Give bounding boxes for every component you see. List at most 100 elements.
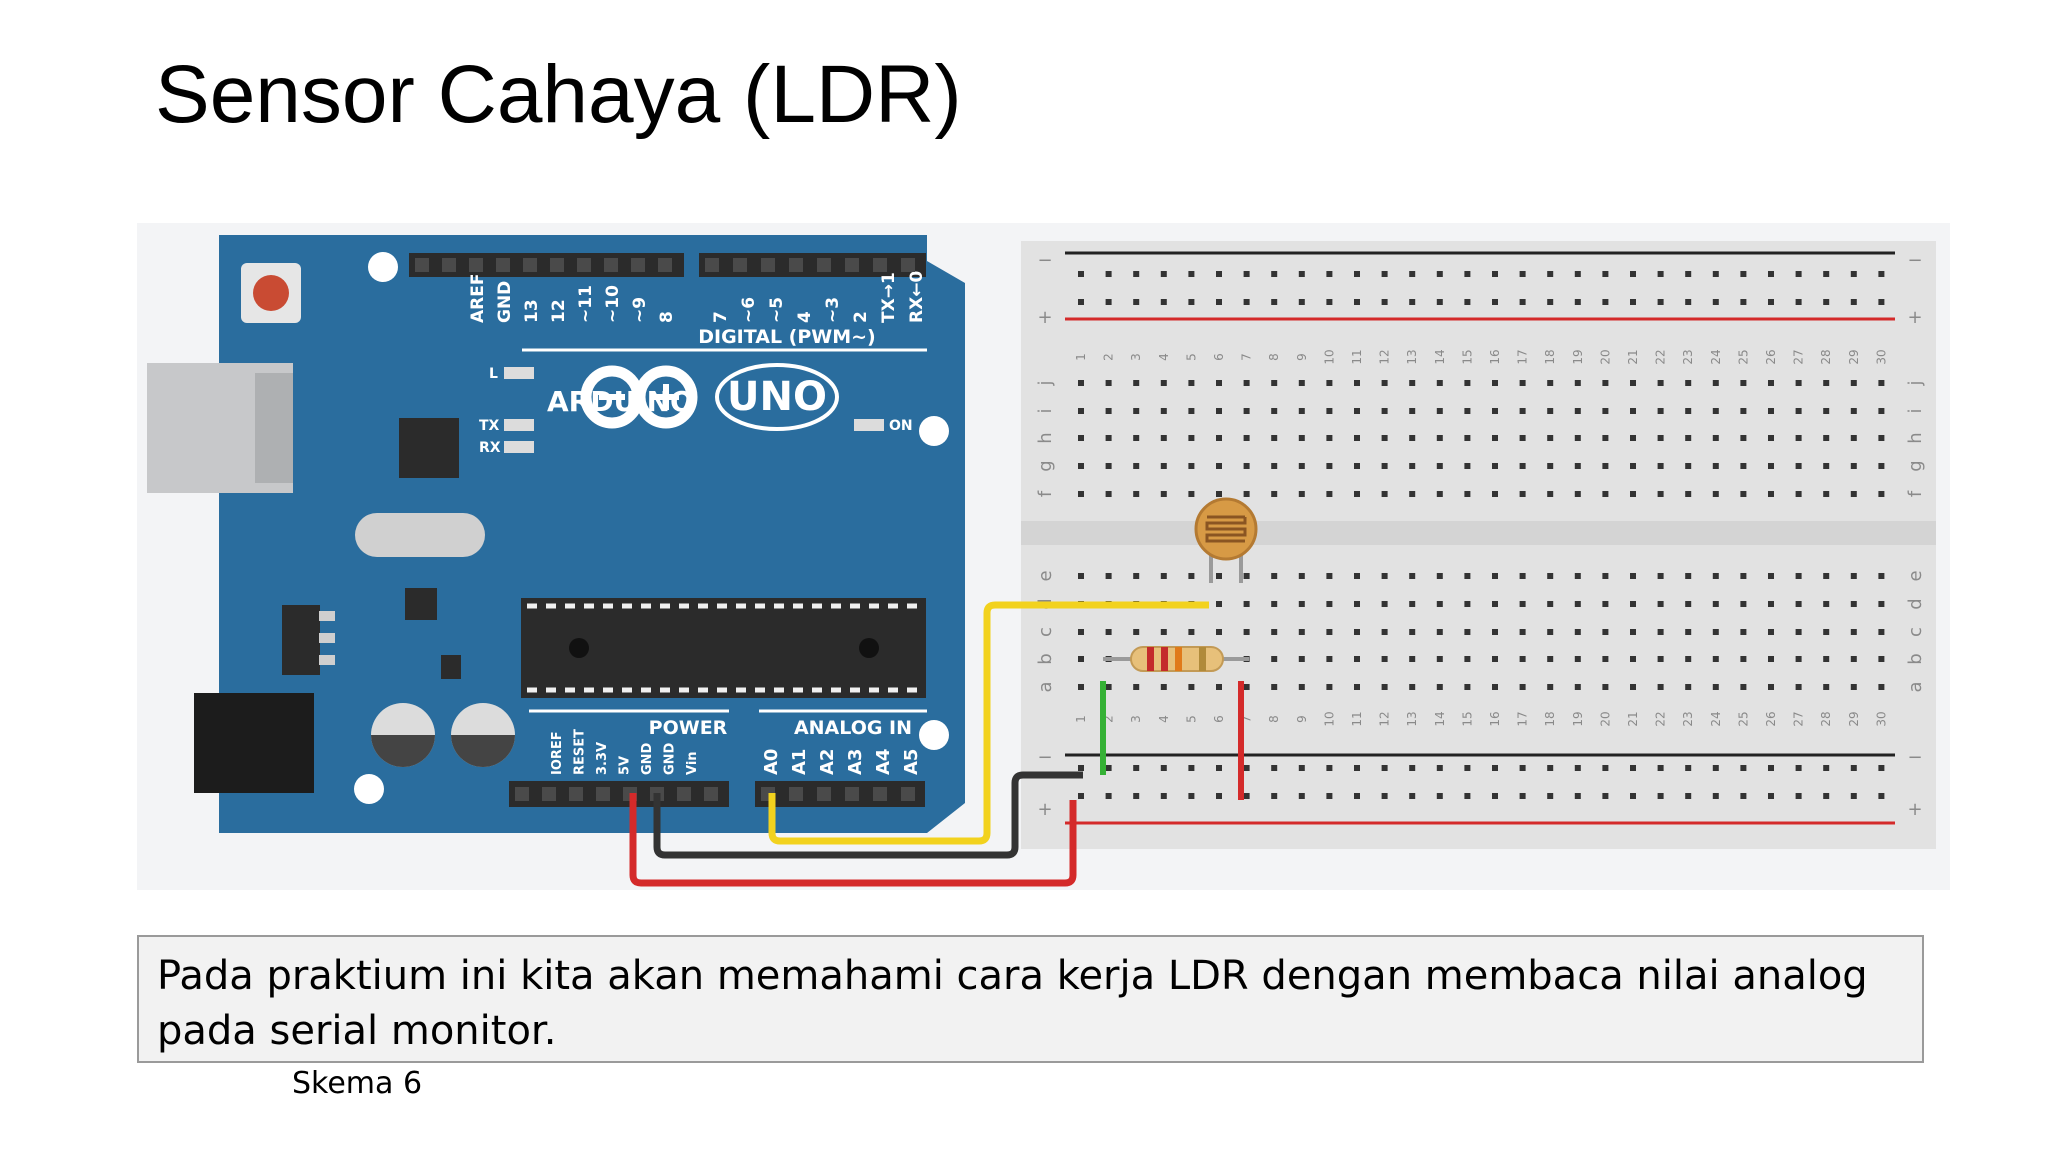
voltage-regulator: [282, 605, 320, 675]
rail-minus-br: −: [1907, 747, 1922, 768]
digital-pin-label: 13: [522, 299, 542, 323]
column-number: 13: [1405, 711, 1419, 726]
digital-pin-label: ~5: [767, 297, 787, 323]
column-number: 3: [1129, 353, 1143, 361]
column-number: 30: [1874, 349, 1888, 364]
row-letter: j: [1905, 380, 1926, 386]
column-number: 8: [1267, 353, 1281, 361]
power-pin-label: 3.3V: [595, 742, 610, 775]
column-number: 11: [1350, 711, 1364, 726]
wire-signal-a0: [768, 601, 1209, 845]
digital-pin-label: ~3: [823, 297, 843, 323]
digital-pin-label: 7: [711, 311, 731, 323]
row-letter: b: [1905, 653, 1926, 664]
digital-label: DIGITAL (PWM~): [698, 326, 876, 348]
rx-label: RX: [479, 440, 501, 456]
column-number: 21: [1626, 349, 1640, 364]
analog-pin-label: A2: [817, 749, 838, 775]
row-letter: h: [1905, 432, 1926, 443]
row-letter: j: [1035, 380, 1056, 386]
row-letter: a: [1035, 681, 1056, 692]
digital-pin-label: TX→1: [879, 272, 899, 323]
column-number: 24: [1709, 349, 1723, 364]
column-number: 6: [1212, 715, 1226, 723]
column-number: 23: [1681, 349, 1695, 364]
column-number: 19: [1571, 711, 1585, 726]
row-letter: g: [1035, 460, 1056, 471]
digital-pin-label: ~11: [576, 285, 596, 323]
column-number: 17: [1516, 711, 1530, 726]
column-number: 10: [1322, 711, 1336, 726]
description-text: Pada praktium ini kita akan memahami car…: [157, 953, 1868, 1054]
column-number: 5: [1184, 715, 1198, 723]
arduino-pcb: [219, 235, 965, 833]
column-number: 21: [1626, 711, 1640, 726]
column-number: 13: [1405, 349, 1419, 364]
circuit-figure: ARDUINO UNO ON L TX RX DIGITAL (PWM~) PO…: [137, 223, 1950, 1101]
row-letter: b: [1035, 653, 1056, 664]
column-number: 22: [1654, 711, 1668, 726]
column-number: 26: [1764, 349, 1778, 364]
power-label: POWER: [649, 717, 728, 739]
analog-pin-label: A1: [789, 749, 810, 775]
column-number: 14: [1433, 711, 1447, 726]
analog-pin-label: A4: [873, 749, 894, 775]
row-letter: f: [1905, 490, 1926, 497]
column-number: 25: [1736, 711, 1750, 726]
column-number: 4: [1157, 353, 1171, 361]
column-number: 2: [1102, 715, 1116, 723]
column-number: 15: [1460, 711, 1474, 726]
column-number: 28: [1819, 711, 1833, 726]
usb-chip: [399, 418, 459, 478]
power-pin-label: 5V: [618, 756, 633, 775]
power-pin-label: GND: [640, 742, 655, 775]
rail-minus-bl: −: [1037, 747, 1052, 768]
column-number: 25: [1736, 349, 1750, 364]
uno-label: UNO: [727, 374, 827, 420]
crystal: [355, 513, 485, 557]
rail-minus-tl: −: [1037, 250, 1052, 271]
tx-label: TX: [479, 418, 500, 434]
column-number: 28: [1819, 349, 1833, 364]
power-pin-label: Vin: [685, 751, 700, 775]
analog-header: [755, 781, 925, 807]
figure-caption: Skema 6: [292, 1066, 423, 1101]
power-pin-label: RESET: [573, 729, 588, 775]
column-number: 7: [1240, 353, 1254, 361]
column-number: 18: [1543, 711, 1557, 726]
digital-pin-label: 12: [549, 299, 569, 323]
digital-pin-label: AREF: [468, 274, 488, 323]
rail-plus-tl: +: [1037, 307, 1052, 328]
row-letter: e: [1905, 570, 1926, 581]
column-number: 20: [1598, 349, 1612, 364]
column-number: 2: [1102, 353, 1116, 361]
column-number: 29: [1847, 349, 1861, 364]
power-jack: [194, 693, 314, 793]
column-number: 16: [1488, 711, 1502, 726]
column-number: 10: [1322, 349, 1336, 364]
column-number: 15: [1460, 349, 1474, 364]
rail-plus-bl: +: [1037, 799, 1052, 820]
digital-pin-label: GND: [495, 281, 515, 323]
ldr-sensor: [1194, 497, 1258, 583]
arduino-logo: [580, 363, 839, 431]
resistor: [1103, 646, 1249, 672]
column-number: 1: [1074, 715, 1088, 723]
column-number: 14: [1433, 349, 1447, 364]
on-label: ON: [889, 418, 913, 434]
column-number: 9: [1295, 353, 1309, 361]
column-number: 27: [1792, 349, 1806, 364]
digital-pin-label: ~6: [739, 297, 759, 323]
row-letter: f: [1035, 490, 1056, 497]
power-pin-label: GND: [663, 742, 678, 775]
row-letter: e: [1035, 570, 1056, 581]
power-pin-label: IOREF: [550, 731, 565, 775]
column-number: 9: [1295, 715, 1309, 723]
column-number: 30: [1874, 711, 1888, 726]
arduino-logo-text: ARDUINO: [547, 385, 694, 418]
column-number: 17: [1516, 349, 1530, 364]
circuit-diagram: ARDUINO UNO ON L TX RX DIGITAL (PWM~) PO…: [147, 235, 1936, 887]
row-letter: i: [1035, 408, 1056, 413]
arduino-board: ARDUINO UNO ON L TX RX DIGITAL (PWM~) PO…: [147, 235, 965, 833]
analog-pin-label: A3: [845, 749, 866, 775]
